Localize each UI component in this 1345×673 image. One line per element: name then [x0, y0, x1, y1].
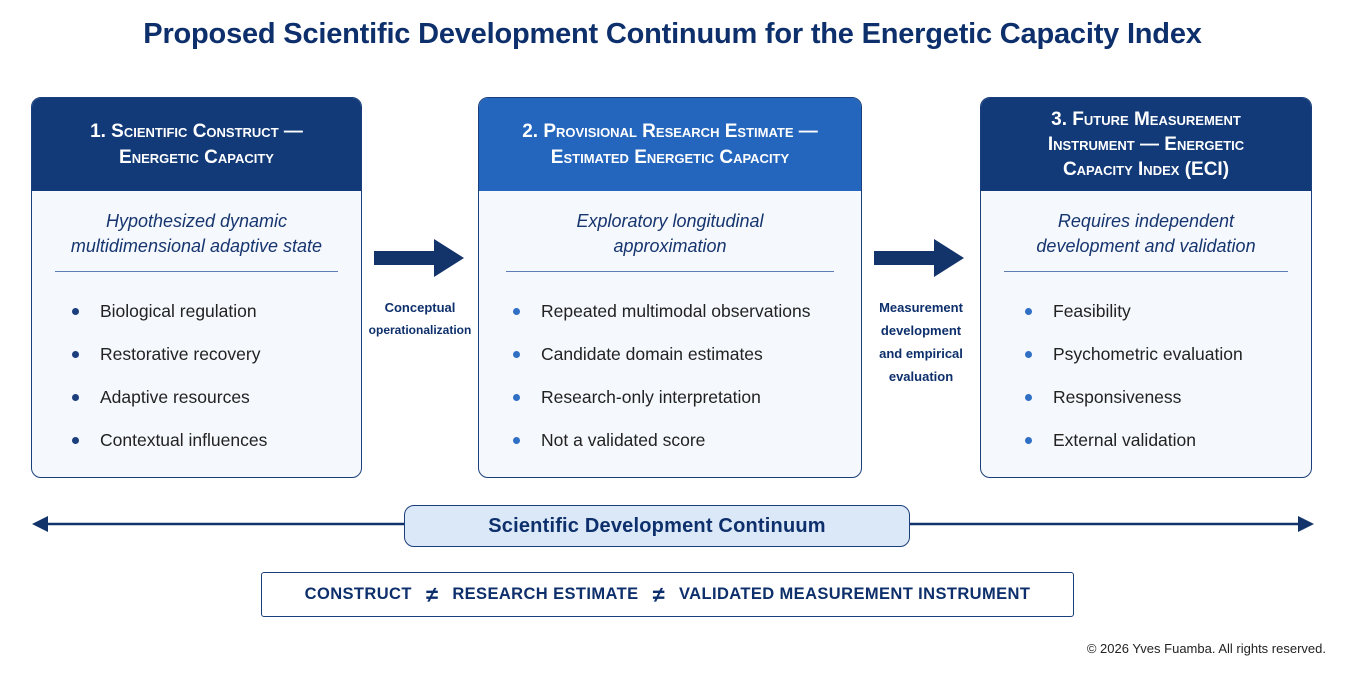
card-divider — [55, 271, 338, 272]
card-subtitle: Requires independent development and val… — [1036, 211, 1256, 256]
distinction-statement: CONSTRUCT ≠ RESEARCH ESTIMATE ≠ VALIDATE… — [261, 572, 1074, 617]
list-item: Adaptive resources — [70, 376, 361, 419]
distinction-part: VALIDATED MEASUREMENT INSTRUMENT — [678, 585, 1031, 603]
list-item: Repeated multimodal observations — [511, 290, 861, 333]
list-item: Restorative recovery — [70, 333, 361, 376]
card-header-line: Estimated Energetic Capacity — [550, 146, 790, 168]
card-header: 1. Scientific Construct — Energetic Capa… — [32, 98, 361, 191]
card-bullet-list: Feasibility Psychometric evaluation Resp… — [981, 290, 1311, 462]
card-divider — [505, 271, 835, 272]
card-future-measurement-instrument: 3. Future Measurement Instrument — Energ… — [980, 97, 1312, 478]
arrow-right-icon — [874, 239, 964, 277]
card-header: 2. Provisional Research Estimate — Estim… — [479, 98, 861, 191]
arrow-label-line: evaluation — [888, 369, 954, 384]
list-item: Biological regulation — [70, 290, 361, 333]
card-bullet-list: Biological regulation Restorative recove… — [32, 290, 361, 462]
card-subtitle: Hypothesized dynamic multidimensional ad… — [70, 211, 323, 256]
card-header-line: Capacity Index (ECI) — [1062, 159, 1230, 180]
card-bullet-list: Repeated multimodal observations Candida… — [479, 290, 861, 462]
card-header-line: 1. Scientific Construct — — [90, 120, 303, 142]
list-item: Responsiveness — [1023, 376, 1311, 419]
card-header-line: 2. Provisional Research Estimate — — [522, 120, 818, 142]
arrow-label-line: Conceptual — [384, 300, 456, 315]
card-header: 3. Future Measurement Instrument — Energ… — [981, 98, 1311, 191]
card-divider — [1004, 271, 1288, 272]
card-scientific-construct: 1. Scientific Construct — Energetic Capa… — [31, 97, 362, 478]
arrow-right-icon — [374, 239, 464, 277]
card-header-line: Instrument — Energetic — [1047, 134, 1245, 155]
list-item: Candidate domain estimates — [511, 333, 861, 376]
copyright-notice: © 2026 Yves Fuamba. All rights reserved. — [1086, 641, 1326, 656]
arrow-label-conceptual: Conceptual operationalization — [362, 296, 478, 342]
card-provisional-research-estimate: 2. Provisional Research Estimate — Estim… — [478, 97, 862, 478]
arrow-label-line: operationalization — [368, 323, 472, 337]
card-header-line: 3. Future Measurement — [1051, 109, 1241, 130]
not-equal-icon: ≠ — [652, 581, 665, 607]
arrow-label-line: and empirical — [879, 346, 963, 361]
card-subtitle: Exploratory longitudinal approximation — [576, 211, 764, 256]
arrow-label-line: development — [880, 323, 962, 338]
card-header-line: Energetic Capacity — [119, 146, 274, 168]
list-item: External validation — [1023, 419, 1311, 462]
distinction-part: CONSTRUCT — [304, 585, 412, 603]
list-item: Psychometric evaluation — [1023, 333, 1311, 376]
diagram-title: Proposed Scientific Development Continuu… — [143, 18, 1202, 50]
list-item: Contextual influences — [70, 419, 361, 462]
arrow-label-measurement: Measurement development and empirical ev… — [862, 296, 980, 388]
continuum-label: Scientific Development Continuum — [404, 505, 910, 547]
arrow-label-line: Measurement — [879, 300, 963, 315]
not-equal-icon: ≠ — [425, 581, 439, 607]
distinction-part: RESEARCH ESTIMATE — [452, 585, 639, 603]
list-item: Research-only interpretation — [511, 376, 861, 419]
list-item: Not a validated score — [511, 419, 861, 462]
list-item: Feasibility — [1023, 290, 1311, 333]
